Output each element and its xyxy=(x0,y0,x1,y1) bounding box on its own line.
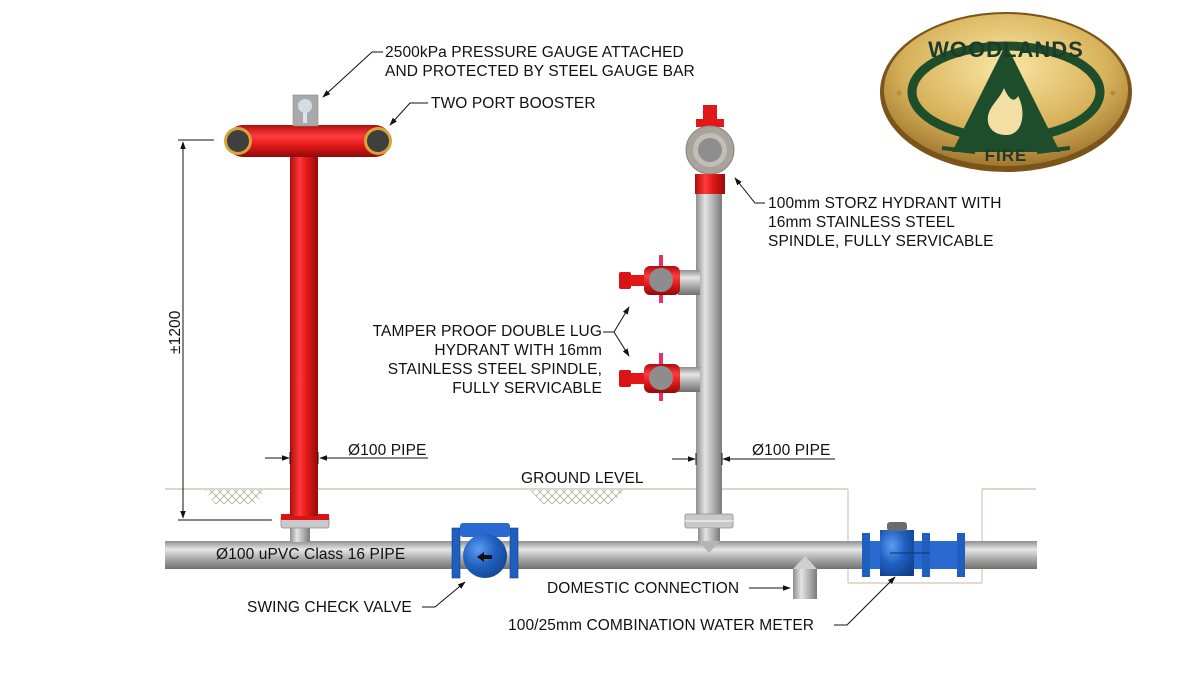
pressure-gauge xyxy=(292,94,319,127)
logo-top-text: WOODLANDS xyxy=(928,37,1084,62)
soil-hatch xyxy=(205,490,625,504)
woodlands-fire-logo: WOODLANDS FIRE xyxy=(880,12,1132,172)
swing-check-valve xyxy=(451,523,519,579)
two-port-booster-label: TWO PORT BOOSTER xyxy=(431,95,596,112)
height-dimension-label: ±1200 xyxy=(167,310,184,355)
domestic-connection-pipe xyxy=(793,556,817,599)
double-lug-label-line: FULLY SERVICABLE xyxy=(452,380,602,397)
water-meter-label: 100/25mm COMBINATION WATER METER xyxy=(508,617,815,634)
domestic-connection-label: DOMESTIC CONNECTION xyxy=(547,580,740,597)
pipe-dimension-right xyxy=(672,453,835,465)
double-lug-hydrant-upper xyxy=(619,255,700,303)
pipe-diameter-label-left: Ø100 PIPE xyxy=(348,442,427,459)
pressure-gauge-label-line: AND PROTECTED BY STEEL GAUGE BAR xyxy=(385,63,695,80)
double-lug-hydrant-lower xyxy=(619,353,700,401)
leader-lines xyxy=(322,51,896,626)
double-lug-hydrant-label: TAMPER PROOF DOUBLE LUG HYDRANT WITH 16m… xyxy=(373,322,602,398)
booster-riser xyxy=(280,134,330,542)
storz-hydrant-label-line: 100mm STORZ HYDRANT WITH xyxy=(768,195,1002,212)
ground-level-label: GROUND LEVEL xyxy=(521,470,644,487)
storz-hydrant-label: 100mm STORZ HYDRANT WITH 16mm STAINLESS … xyxy=(768,194,1002,251)
pipe-diameter-label-right: Ø100 PIPE xyxy=(752,442,831,459)
combination-water-meter xyxy=(862,522,965,577)
storz-hydrant-label-line: SPINDLE, FULLY SERVICABLE xyxy=(768,233,994,250)
hydrant-riser xyxy=(684,190,734,553)
flame-icon xyxy=(987,88,1023,135)
double-lug-label-line: TAMPER PROOF DOUBLE LUG xyxy=(372,323,602,340)
double-lug-label-line: STAINLESS STEEL SPINDLE, xyxy=(387,361,602,378)
height-dimension xyxy=(178,139,272,521)
double-lug-label-line: HYDRANT WITH 16mm xyxy=(434,342,602,359)
storz-hydrant xyxy=(685,105,735,194)
logo-bottom-text: FIRE xyxy=(985,146,1028,165)
swing-check-valve-label: SWING CHECK VALVE xyxy=(247,599,412,616)
two-port-booster xyxy=(224,125,392,157)
storz-hydrant-label-line: 16mm STAINLESS STEEL xyxy=(768,214,955,231)
pressure-gauge-label-line: 2500kPa PRESSURE GAUGE ATTACHED xyxy=(385,44,684,61)
pressure-gauge-label: 2500kPa PRESSURE GAUGE ATTACHED AND PROT… xyxy=(385,43,695,81)
pipe-dimension-left xyxy=(265,452,428,464)
main-pipe-label: Ø100 uPVC Class 16 PIPE xyxy=(216,546,406,563)
ground-level-line xyxy=(165,488,1036,584)
